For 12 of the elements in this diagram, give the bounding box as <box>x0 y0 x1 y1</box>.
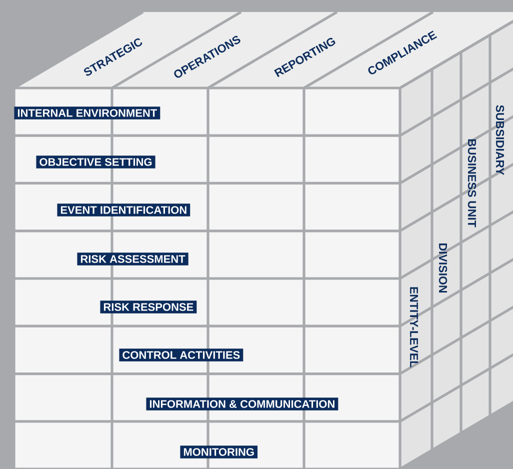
dimension-label: BUSINESS UNIT <box>468 139 476 228</box>
label-box: OBJECTIVE SETTING <box>36 156 156 168</box>
label-box: INTERNAL ENVIRONMENT <box>14 106 160 120</box>
label-box: RISK ASSESSMENT <box>77 252 188 266</box>
label-box: MONITORING <box>180 446 258 458</box>
dimension-label: ENTITY-LEVEL <box>410 287 418 368</box>
label-box: RISK RESPONSE <box>100 300 197 314</box>
label-box: CONTROL ACTIVITIES <box>119 348 244 362</box>
label-box: EVENT IDENTIFICATION <box>57 204 190 216</box>
dimension-label: SUBSIDIARY <box>496 105 504 176</box>
label-box: INFORMATION & COMMUNICATION <box>146 398 338 410</box>
dimension-label: DIVISION <box>438 244 448 292</box>
